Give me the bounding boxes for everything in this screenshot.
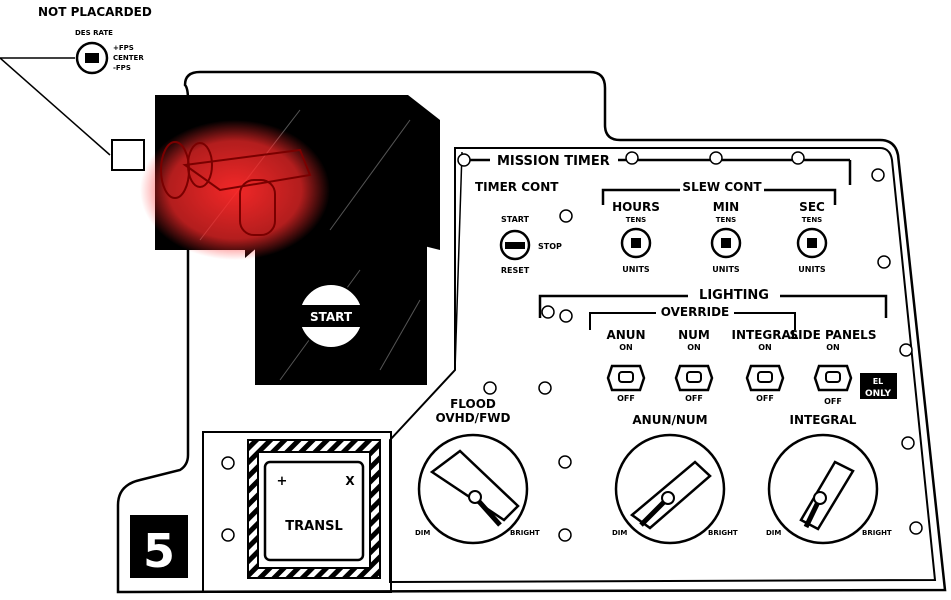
anun-num-dim: DIM [612, 529, 627, 537]
only-text: ONLY [865, 389, 892, 399]
mission-timer-title: MISSION TIMER [497, 154, 610, 169]
transl-plus: + [277, 474, 288, 489]
side-panels-switch[interactable]: SIDE PANELS ON OFF [790, 328, 877, 406]
flood-bright: BRIGHT [510, 529, 540, 537]
side-panels-on: ON [826, 343, 840, 352]
panel-outline [116, 70, 947, 594]
highlighted-control-glow [140, 120, 330, 260]
sec-units: UNITS [798, 265, 826, 274]
ovhd-fwd-label: OVHD/FWD [436, 411, 511, 425]
side-panels-label: SIDE PANELS [790, 328, 877, 342]
flood-dim: DIM [415, 529, 430, 537]
slew-cont-label: SLEW CONT [682, 180, 762, 194]
panel-number: 5 [143, 524, 175, 578]
integral-on: ON [758, 343, 772, 352]
min-tens: TENS [716, 216, 736, 224]
anun-num-label: ANUN/NUM [632, 413, 707, 427]
sec-switch[interactable]: SEC TENS UNITS [796, 200, 828, 274]
highlighted-mechanism [160, 141, 312, 236]
min-units: UNITS [712, 265, 740, 274]
side-panels-off: OFF [824, 397, 842, 406]
callout-title: NOT PLACARDED [38, 5, 152, 19]
integral-label: INTEGRAL [732, 328, 799, 342]
integral-knob-label: INTEGRAL [790, 413, 857, 427]
integral-knob[interactable]: INTEGRAL DIM BRIGHT [766, 413, 892, 545]
timer-cont-label: TIMER CONT [475, 180, 559, 194]
timer-stop-label: STOP [538, 242, 562, 251]
min-label: MIN [713, 200, 739, 214]
override-label: OVERRIDE [661, 305, 729, 319]
des-rate-label: DES RATE [75, 29, 113, 37]
timer-start-label: START [501, 215, 530, 224]
min-switch[interactable]: MIN TENS UNITS [710, 200, 742, 274]
handle-block [111, 139, 145, 171]
hours-tens: TENS [626, 216, 646, 224]
transl-indicator: + X TRANSL [247, 439, 381, 579]
num-off: OFF [685, 394, 703, 403]
start-button[interactable]: START [298, 283, 364, 349]
integral-off: OFF [756, 394, 774, 403]
num-label: NUM [678, 328, 710, 342]
screws [221, 151, 923, 542]
integral-dim: DIM [766, 529, 781, 537]
anun-num-knob[interactable]: ANUN/NUM DIM BRIGHT [612, 413, 738, 545]
hours-units: UNITS [622, 265, 650, 274]
anun-off: OFF [617, 394, 635, 403]
pos-plus-fps: +FPS [113, 44, 134, 52]
pos-minus-fps: -FPS [113, 64, 131, 72]
hours-label: HOURS [612, 200, 660, 214]
lighting-title: LIGHTING [699, 288, 769, 303]
anun-num-bright: BRIGHT [708, 529, 738, 537]
transl-label: TRANSL [285, 519, 342, 534]
anun-label: ANUN [606, 328, 645, 342]
anun-on: ON [619, 343, 633, 352]
integral-override-switch[interactable]: INTEGRAL ON OFF [732, 328, 799, 403]
des-rate-callout: NOT PLACARDED DES RATE +FPS CENTER -FPS [0, 5, 152, 156]
start-label: START [310, 310, 353, 324]
timer-reset-label: RESET [501, 266, 530, 275]
panel-number-badge: 5 [130, 515, 188, 578]
flood-knob[interactable]: FLOOD OVHD/FWD DIM BRIGHT [415, 397, 540, 545]
sec-label: SEC [799, 200, 825, 214]
num-on: ON [687, 343, 701, 352]
anun-override-switch[interactable]: ANUN ON OFF [606, 328, 645, 403]
hours-switch[interactable]: HOURS TENS UNITS [612, 200, 660, 274]
sec-tens: TENS [802, 216, 822, 224]
flood-label: FLOOD [450, 397, 496, 411]
pos-center: CENTER [113, 54, 144, 62]
num-override-switch[interactable]: NUM ON OFF [674, 328, 714, 403]
integral-bright: BRIGHT [862, 529, 892, 537]
timer-cont-switch[interactable]: START STOP RESET [499, 215, 562, 275]
transl-x: X [345, 474, 355, 488]
el-text: EL [873, 377, 884, 386]
el-only-badge: EL ONLY [860, 373, 897, 399]
